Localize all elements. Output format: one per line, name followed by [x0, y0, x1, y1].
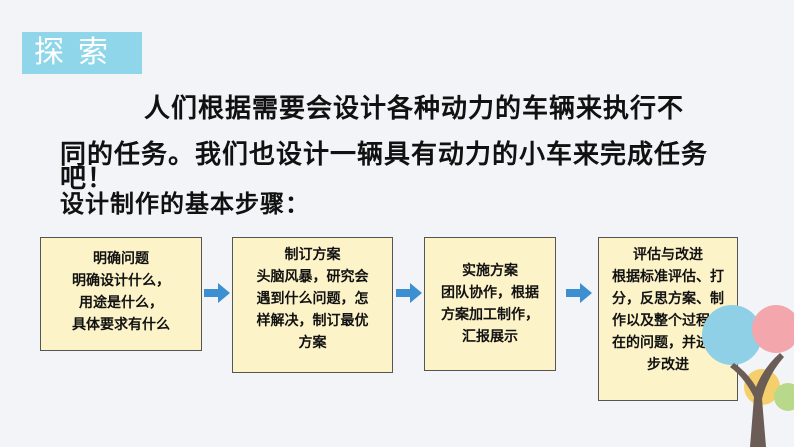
step-4-title: 评估与改进	[633, 247, 703, 263]
step-4-line: 步改进	[647, 357, 689, 373]
intro-line-2: 同的任务。我们也设计一辆具有动力的小车来完成任务	[60, 140, 709, 170]
step-2-line: 遇到什么问题，怎	[256, 291, 369, 307]
step-3-line: 方案加工制作，	[441, 307, 539, 323]
step-3-line: 团队协作，根据	[441, 285, 539, 301]
step-2-line: 头脑风暴，研究会	[256, 269, 369, 285]
step-box-define-problem: 明确问题 明确设计什么， 用途是什么， 具体要求有什么	[40, 237, 202, 351]
step-1-line: 明确设计什么，	[72, 273, 170, 289]
step-box-make-plan: 制订方案 头脑风暴，研究会 遇到什么问题，怎 样解决，制订最优 方案	[232, 237, 393, 373]
step-4-line: 在的问题，并进一	[612, 335, 724, 351]
arrow-right-icon	[204, 283, 230, 303]
section-tag: 探索	[22, 32, 142, 74]
arrow-right-icon	[396, 283, 422, 303]
step-1-title: 明确问题	[93, 251, 149, 267]
step-3-line: 汇报展示	[462, 329, 518, 345]
step-3-title: 实施方案	[462, 263, 518, 279]
step-box-implement-plan: 实施方案 团队协作，根据 方案加工制作， 汇报展示	[424, 237, 556, 371]
steps-title: 设计制作的基本步骤：	[60, 190, 310, 218]
step-4-line: 根据标准评估、打	[612, 269, 724, 285]
step-2-line: 样解决，制订最优	[256, 313, 369, 329]
intro-paragraph: 人们根据需要会设计各种动力的车辆来执行不 同的任务。我们也设计一辆具有动力的小车…	[60, 86, 720, 202]
step-1-line: 具体要求有什么	[72, 317, 170, 333]
step-1-line: 用途是什么，	[79, 295, 163, 311]
step-4-line: 作以及整个过程存	[612, 313, 724, 329]
intro-line-1: 人们根据需要会设计各种动力的车辆来执行不	[144, 94, 685, 124]
arrow-right-icon	[566, 283, 592, 303]
step-2-title: 制订方案	[284, 247, 341, 263]
tree-icon	[702, 305, 794, 447]
intro-line-3: 吧！	[60, 164, 115, 194]
step-4-line: 分，反思方案、制	[612, 291, 724, 307]
step-2-line: 方案	[298, 335, 327, 351]
